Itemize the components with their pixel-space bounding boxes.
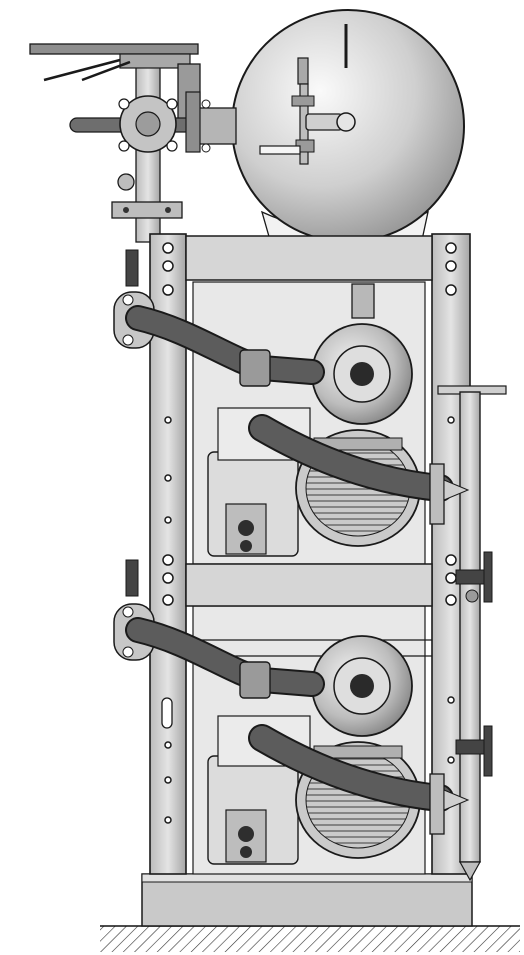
steel-frame <box>149 233 471 875</box>
discharge-pipe <box>437 385 507 882</box>
pump-unit-upper <box>125 283 470 557</box>
crossbar-middle <box>185 563 433 607</box>
base-plinth <box>141 873 473 927</box>
hatched-floor <box>100 925 520 952</box>
frame-bolt-holes <box>162 242 457 824</box>
gate-valve-with-handwheel <box>69 91 237 153</box>
pressure-tank <box>231 9 465 243</box>
post-brackets <box>125 249 493 777</box>
pump-unit-lower <box>125 617 470 865</box>
crossbar-top <box>185 235 433 281</box>
